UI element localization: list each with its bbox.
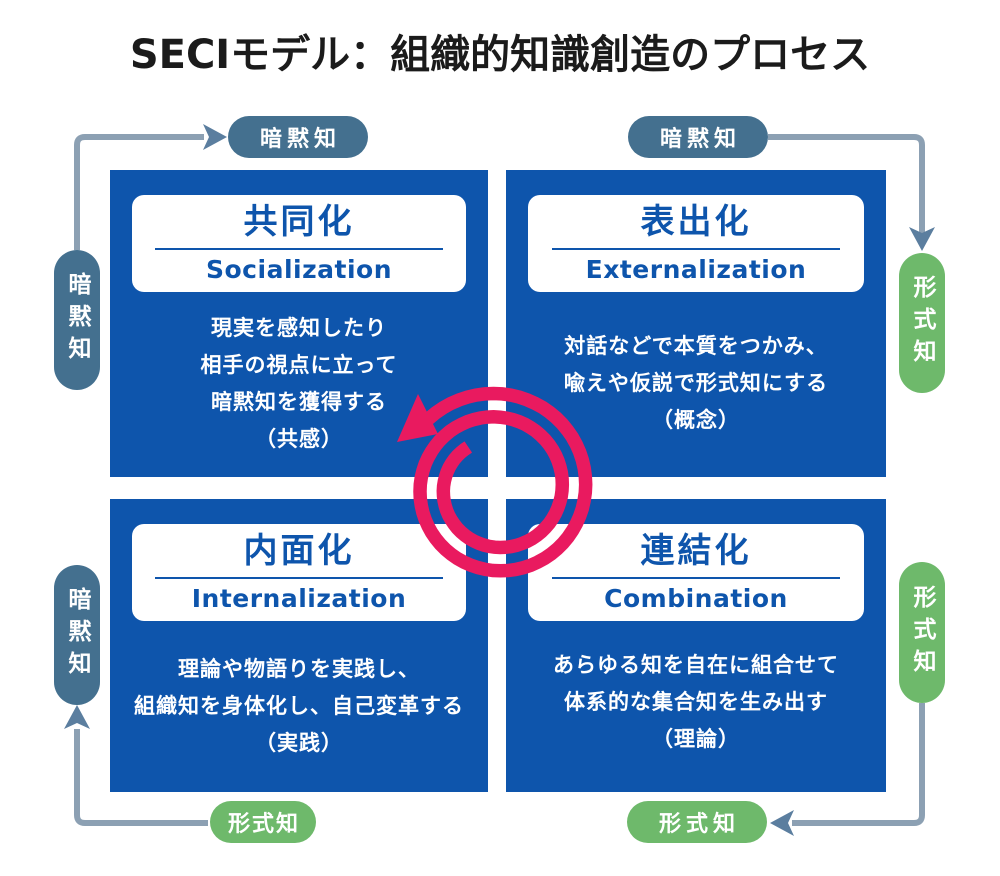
internalization-header: 内面化 Internalization	[132, 524, 466, 621]
description-line: 体系的な集合知を生み出す	[564, 690, 828, 714]
internalization-title-jp: 内面化	[243, 530, 355, 571]
label-explicit-knowledge-bottom-left: 形式知	[210, 801, 316, 843]
label-explicit-knowledge-right-top: 形式知	[899, 253, 945, 393]
diagram-title: SECIモデル：組織的知識創造のプロセス	[129, 32, 871, 78]
arrowhead-left-icon	[770, 810, 794, 836]
title-divider	[155, 248, 443, 251]
internalization-description: 理論や物語りを実践し、 組織知を身体化し、自己変革する （実践）	[116, 651, 482, 762]
quadrant-externalization: 表出化 Externalization 対話などで本質をつかみ、 喩えや仮説で形…	[506, 170, 886, 477]
title-divider	[551, 577, 841, 580]
label-explicit-knowledge-bottom-right: 形式知	[627, 801, 767, 843]
description-line: 理論や物語りを実践し、	[178, 657, 420, 681]
socialization-title-jp: 共同化	[243, 201, 355, 242]
description-line: （共感）	[255, 427, 343, 451]
title-divider	[551, 248, 841, 251]
externalization-title-jp: 表出化	[640, 201, 752, 242]
label-tacit-knowledge-top-right: 暗黙知	[628, 116, 768, 158]
label-tacit-knowledge-top-left: 暗黙知	[228, 116, 368, 158]
combination-title-en: Combination	[604, 584, 788, 614]
label-tacit-knowledge-left-top: 暗黙知	[54, 250, 100, 390]
description-line: 対話などで本質をつかみ、	[564, 334, 828, 358]
socialization-description: 現実を感知したり 相手の視点に立って 暗黙知を獲得する （共感）	[116, 310, 482, 458]
quadrant-socialization: 共同化 Socialization 現実を感知したり 相手の視点に立って 暗黙知…	[110, 170, 488, 477]
description-line: （実践）	[255, 731, 343, 755]
description-line: 相手の視点に立って	[200, 353, 398, 377]
combination-description: あらゆる知を自在に組合せて 体系的な集合知を生み出す （理論）	[512, 647, 880, 758]
description-line: （概念）	[652, 408, 740, 432]
description-line: 現実を感知したり	[211, 316, 387, 340]
quadrant-combination: 連結化 Combination あらゆる知を自在に組合せて 体系的な集合知を生み…	[506, 499, 886, 792]
socialization-title-en: Socialization	[206, 255, 392, 285]
combination-header: 連結化 Combination	[528, 524, 864, 621]
label-tacit-knowledge-left-bottom: 暗黙知	[54, 565, 100, 705]
externalization-header: 表出化 Externalization	[528, 195, 864, 292]
arrowhead-up-icon	[64, 705, 90, 729]
description-line: 組織知を身体化し、自己変革する	[134, 694, 464, 718]
externalization-title-en: Externalization	[585, 255, 807, 285]
description-line: 喩えや仮説で形式知にする	[563, 371, 829, 395]
description-line: 暗黙知を獲得する	[211, 390, 387, 414]
arrowhead-right-icon	[203, 124, 227, 150]
externalization-description: 対話などで本質をつかみ、 喩えや仮説で形式知にする （概念）	[512, 328, 880, 439]
combination-title-jp: 連結化	[640, 530, 752, 571]
label-explicit-knowledge-right-bottom: 形式知	[899, 562, 945, 703]
description-line: あらゆる知を自在に組合せて	[553, 653, 839, 677]
description-line: （理論）	[652, 727, 740, 751]
internalization-title-en: Internalization	[191, 584, 407, 614]
arrowhead-down-icon	[909, 227, 935, 251]
socialization-header: 共同化 Socialization	[132, 195, 466, 292]
title-divider	[155, 577, 443, 580]
quadrant-internalization: 内面化 Internalization 理論や物語りを実践し、 組織知を身体化し…	[110, 499, 488, 792]
